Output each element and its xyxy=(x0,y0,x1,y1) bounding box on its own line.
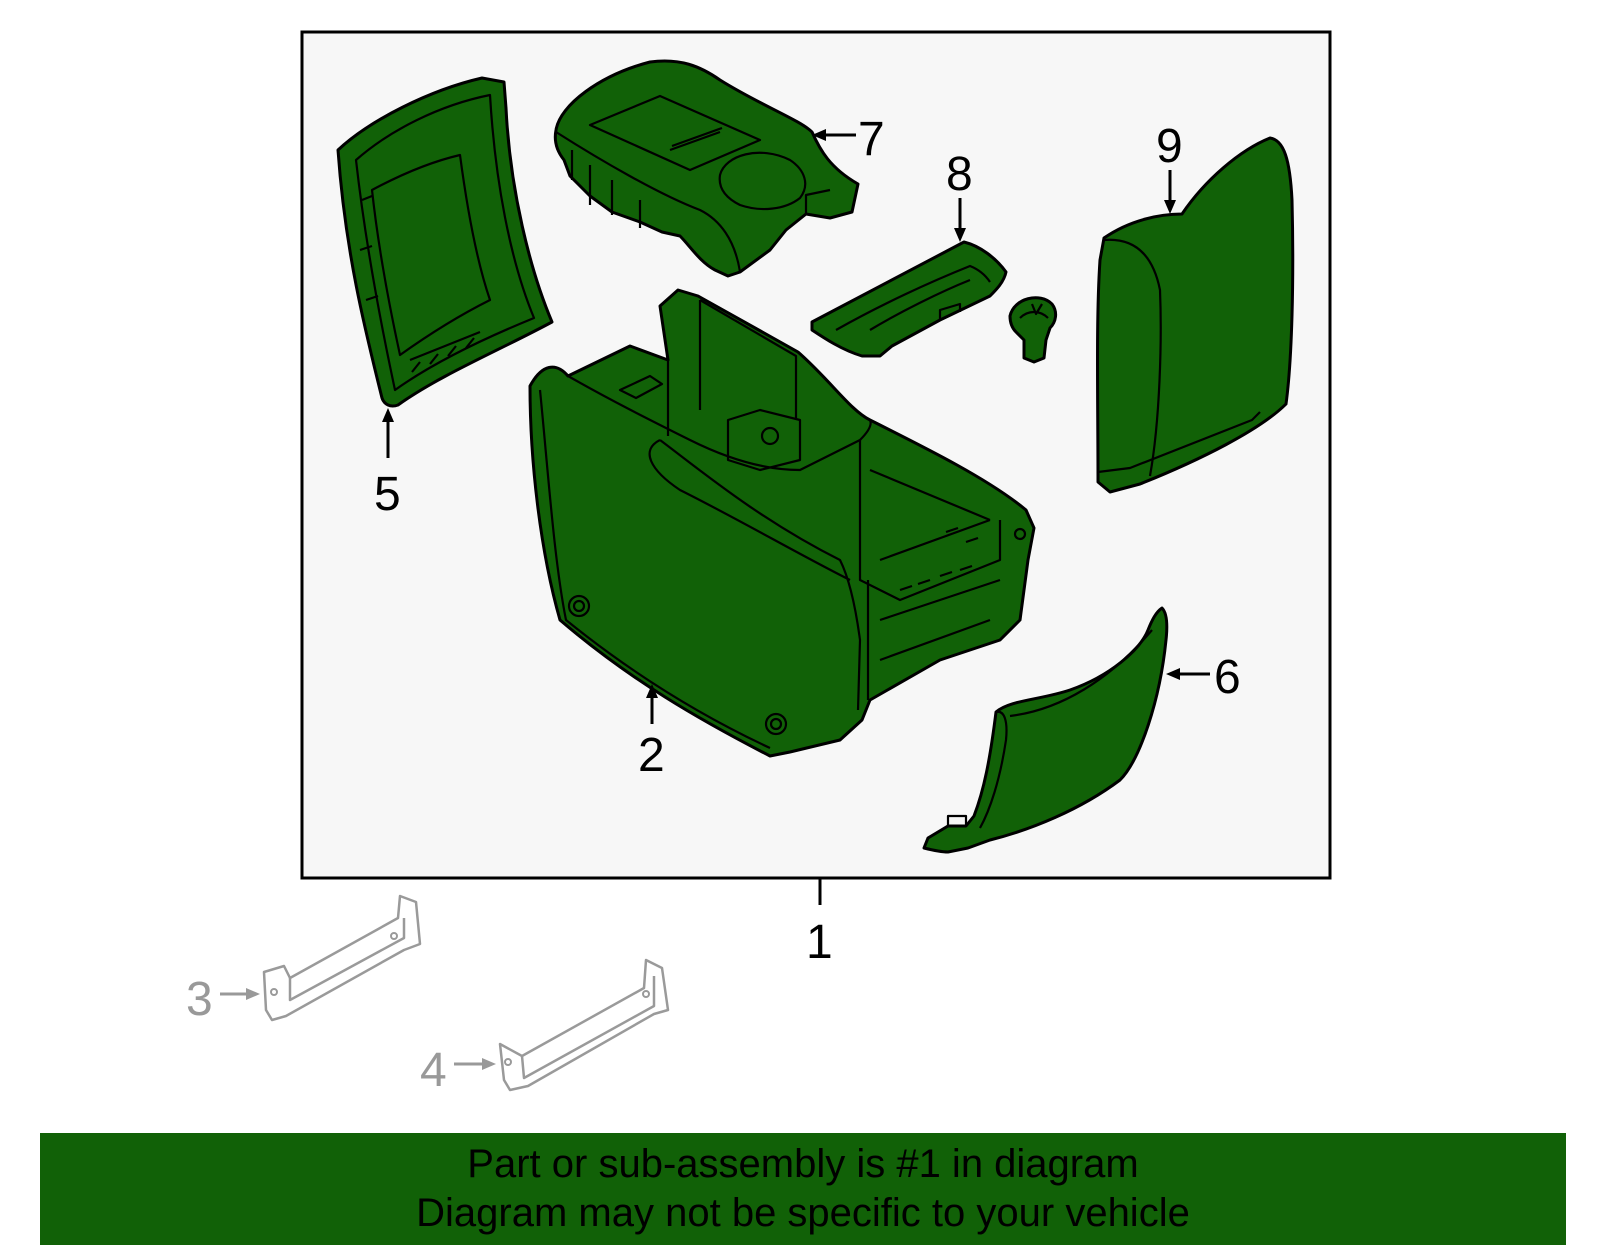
part-5-side-trim-panel[interactable] xyxy=(336,76,554,408)
part-4-bracket[interactable] xyxy=(498,958,670,1092)
part-9-armrest-lid[interactable] xyxy=(1096,136,1295,494)
part-2-console-base[interactable] xyxy=(528,288,1036,758)
callout-9: 9 xyxy=(1156,120,1183,173)
banner-line-1: Part or sub-assembly is #1 in diagram xyxy=(467,1142,1139,1186)
part-7-cupholder-tray[interactable] xyxy=(553,59,860,278)
info-banner: Part or sub-assembly is #1 in diagram Di… xyxy=(40,1133,1566,1245)
callout-8: 8 xyxy=(946,148,973,201)
part-8-tray-lid[interactable] xyxy=(810,240,1008,358)
push-pin-clip[interactable] xyxy=(1008,296,1058,364)
callout-4: 4 xyxy=(420,1044,447,1097)
callout-3: 3 xyxy=(186,973,213,1026)
part-3-bracket[interactable] xyxy=(262,894,422,1022)
callout-2: 2 xyxy=(638,729,665,782)
part-6-lower-trim-panel[interactable] xyxy=(922,606,1169,854)
callout-7: 7 xyxy=(858,113,885,166)
callout-6: 6 xyxy=(1214,651,1241,704)
callout-1: 1 xyxy=(806,916,833,969)
banner-line-2: Diagram may not be specific to your vehi… xyxy=(416,1191,1190,1235)
callout-5: 5 xyxy=(374,468,401,521)
